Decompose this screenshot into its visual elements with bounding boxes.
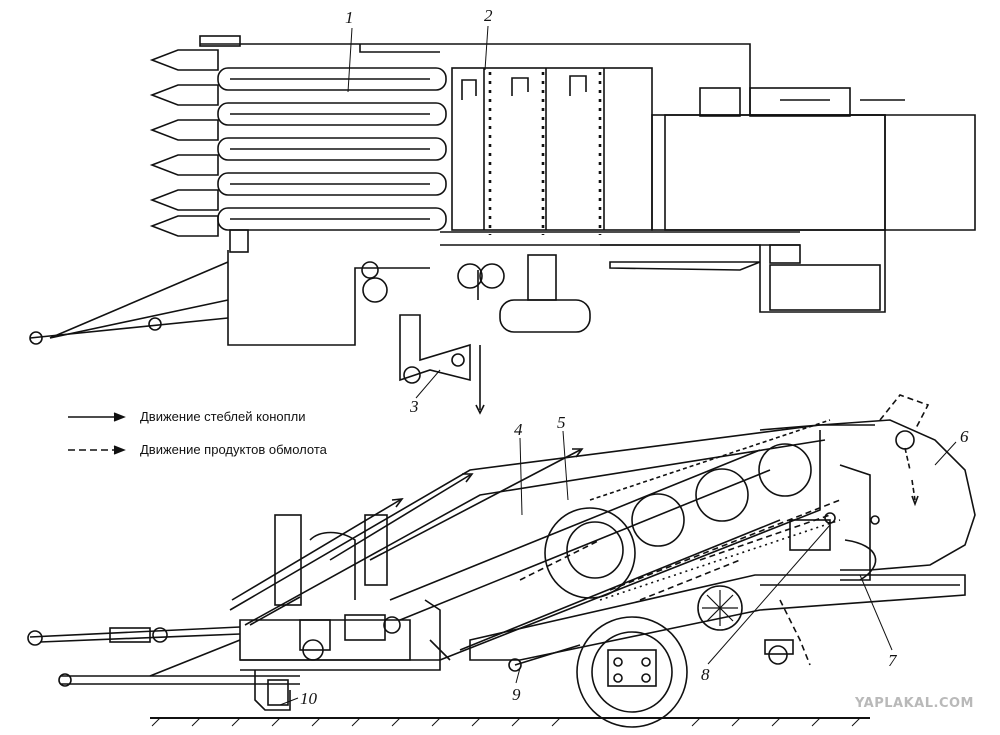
- callout-5: 5: [557, 413, 566, 432]
- callout-8: 8: [701, 665, 710, 684]
- top-view: [29, 35, 976, 415]
- threshing-drums: [544, 419, 841, 601]
- callout-3: 3: [410, 397, 419, 416]
- callout-9: 9: [512, 685, 521, 704]
- legend-threshing-products: Движение продуктов обмолота: [140, 442, 327, 457]
- legend-stalk-movement: Движение стеблей конопли: [140, 409, 306, 424]
- header-rows: [217, 67, 447, 231]
- callout-leaders: [279, 25, 957, 706]
- stalk-flow-arrows: [231, 424, 821, 626]
- side-view: [27, 394, 976, 728]
- product-flow-arrows: [519, 514, 831, 601]
- callout-2: 2: [484, 6, 493, 25]
- callout-1: 1: [345, 8, 354, 27]
- callout-4: 4: [514, 420, 523, 439]
- callout-7: 7: [888, 651, 897, 670]
- crop-dividers: [149, 49, 219, 237]
- callout-6: 6: [960, 427, 969, 446]
- callout-10: 10: [300, 689, 317, 708]
- legend-arrows: [68, 412, 126, 455]
- site-watermark: YAPLAKAL.COM: [855, 696, 974, 711]
